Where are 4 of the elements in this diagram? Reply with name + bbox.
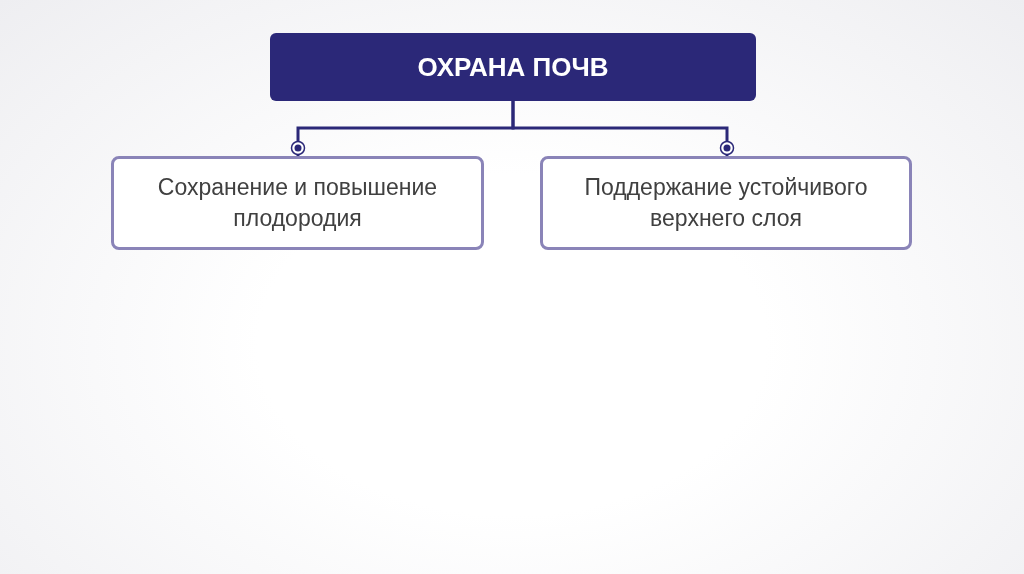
topic-box: Сохранение и повышение плодородия <box>111 156 484 250</box>
topic-box: Поддержание устойчивого верхнего слоя <box>540 156 912 250</box>
connector-line <box>511 101 735 156</box>
title-box: ОХРАНА ПОЧВ <box>270 33 756 101</box>
